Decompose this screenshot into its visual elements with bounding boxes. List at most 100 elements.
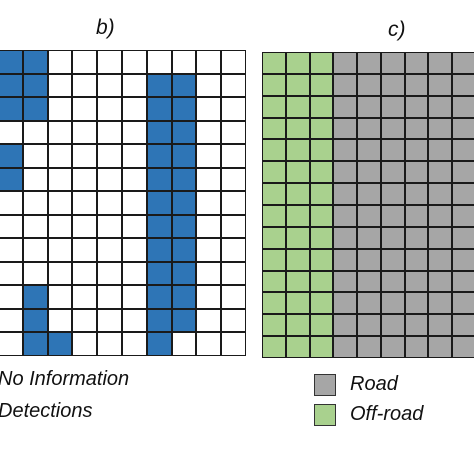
detection-cell: [22, 73, 48, 98]
offroad-cell: [309, 314, 334, 337]
detection-cell: [0, 97, 23, 121]
road-cell: [428, 292, 453, 315]
road-cell: [452, 336, 474, 358]
road-grid: [262, 52, 474, 358]
road-cell: [404, 139, 429, 162]
empty-cell: [72, 214, 98, 239]
detection-cell: [146, 73, 172, 98]
road-cell: [380, 205, 405, 227]
road-cell: [404, 292, 429, 315]
empty-cell: [47, 167, 73, 192]
detection-cell: [171, 214, 197, 239]
road-cell: [357, 117, 381, 140]
detection-cell: [146, 144, 172, 168]
detection-cell: [146, 308, 172, 333]
empty-cell: [221, 144, 246, 168]
empty-cell: [72, 261, 98, 286]
detection-cell: [171, 308, 197, 333]
road-cell: [404, 52, 429, 74]
road-cell: [428, 336, 453, 358]
empty-cell: [22, 238, 48, 262]
empty-cell: [196, 97, 222, 121]
empty-cell: [97, 238, 122, 262]
empty-cell: [121, 191, 147, 215]
offroad-cell: [285, 95, 310, 118]
legend-offroad-label: Off-road: [350, 403, 424, 425]
detection-cell: [146, 120, 172, 145]
offroad-cell: [262, 205, 286, 227]
road-cell: [380, 292, 405, 315]
empty-cell: [97, 285, 122, 309]
empty-cell: [196, 261, 222, 286]
road-cell: [357, 183, 381, 205]
road-cell: [357, 95, 381, 118]
road-cell: [380, 336, 405, 358]
offroad-cell: [309, 161, 334, 184]
empty-cell: [47, 238, 73, 262]
empty-cell: [22, 167, 48, 192]
empty-cell: [221, 191, 246, 215]
empty-cell: [72, 238, 98, 262]
road-cell: [452, 270, 474, 293]
detection-cell: [22, 285, 48, 309]
empty-cell: [72, 308, 98, 333]
detection-cell: [171, 120, 197, 145]
detection-cell: [171, 238, 197, 262]
empty-cell: [72, 73, 98, 98]
empty-cell: [221, 332, 246, 356]
empty-cell: [72, 97, 98, 121]
offroad-cell: [285, 52, 310, 74]
road-cell: [357, 139, 381, 162]
road-cell: [452, 314, 474, 337]
empty-cell: [121, 167, 147, 192]
road-cell: [380, 314, 405, 337]
empty-cell: [196, 144, 222, 168]
offroad-cell: [285, 226, 310, 249]
road-cell: [380, 161, 405, 184]
empty-cell: [22, 191, 48, 215]
empty-cell: [72, 332, 98, 356]
empty-cell: [47, 120, 73, 145]
detection-cell: [0, 50, 23, 74]
offroad-cell: [262, 226, 286, 249]
offroad-cell: [262, 117, 286, 140]
empty-cell: [196, 214, 222, 239]
empty-cell: [97, 97, 122, 121]
road-cell: [333, 183, 358, 205]
empty-cell: [121, 285, 147, 309]
offroad-cell: [309, 139, 334, 162]
panel-c-label: c): [388, 18, 406, 41]
road-cell: [333, 117, 358, 140]
panel-b-label: b): [96, 16, 115, 39]
road-cell: [333, 205, 358, 227]
empty-cell: [196, 332, 222, 356]
empty-cell: [0, 120, 23, 145]
road-cell: [333, 314, 358, 337]
road-cell: [404, 161, 429, 184]
legend-offroad-swatch: [314, 404, 336, 426]
offroad-cell: [262, 270, 286, 293]
road-cell: [380, 52, 405, 74]
detection-cell: [171, 285, 197, 309]
road-cell: [357, 205, 381, 227]
empty-cell: [22, 144, 48, 168]
road-cell: [452, 139, 474, 162]
legend-no-information: No Information: [0, 368, 130, 390]
detection-cell: [146, 261, 172, 286]
offroad-cell: [262, 52, 286, 74]
empty-cell: [146, 50, 172, 74]
empty-cell: [97, 50, 122, 74]
road-cell: [333, 95, 358, 118]
road-cell: [404, 248, 429, 271]
empty-cell: [0, 308, 23, 333]
offroad-cell: [309, 270, 334, 293]
offroad-cell: [309, 183, 334, 205]
road-cell: [452, 248, 474, 271]
road-cell: [333, 52, 358, 74]
empty-cell: [121, 238, 147, 262]
road-cell: [452, 183, 474, 205]
empty-cell: [0, 191, 23, 215]
road-cell: [380, 117, 405, 140]
empty-cell: [22, 261, 48, 286]
offroad-cell: [285, 248, 310, 271]
